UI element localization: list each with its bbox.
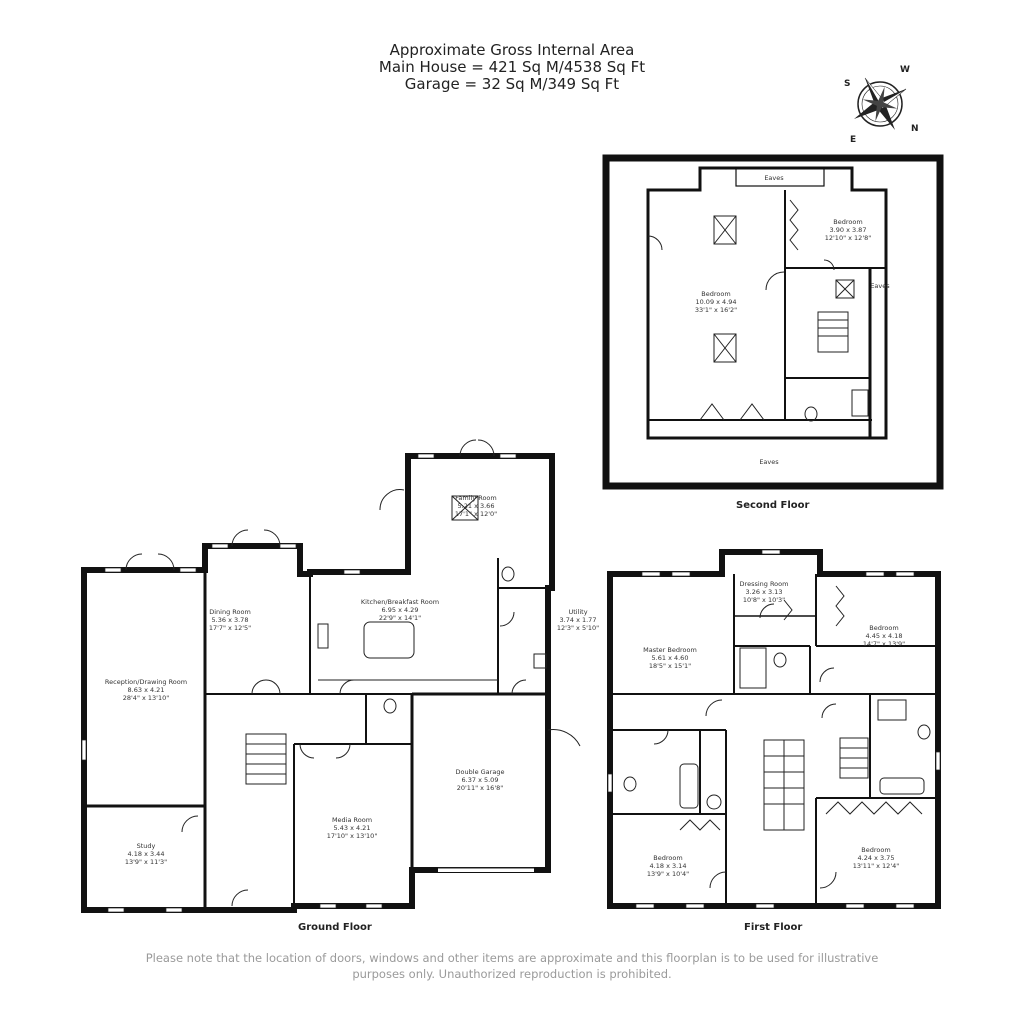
room-label-dressing-room: Dressing Room 3.26 x 3.13 10'8" x 10'3" — [740, 580, 789, 604]
room-label-dining: Dining Room 5.36 x 3.78 17'7" x 12'5" — [209, 608, 251, 632]
svg-text:3.90 x 3.87: 3.90 x 3.87 — [830, 226, 867, 234]
svg-text:6.95 x 4.29: 6.95 x 4.29 — [382, 606, 419, 614]
svg-text:5.36 x 3.78: 5.36 x 3.78 — [212, 616, 249, 624]
svg-text:5.21 x 3.66: 5.21 x 3.66 — [458, 502, 495, 510]
svg-text:13'9" x 11'3": 13'9" x 11'3" — [125, 858, 167, 866]
svg-text:8.63 x 4.21: 8.63 x 4.21 — [128, 686, 165, 694]
svg-text:4.18 x 3.14: 4.18 x 3.14 — [650, 862, 687, 870]
svg-text:5.43 x 4.21: 5.43 x 4.21 — [334, 824, 371, 832]
main-house-area: Main House = 421 Sq M/4538 Sq Ft — [378, 58, 646, 76]
svg-text:3.74 x 1.77: 3.74 x 1.77 — [560, 616, 597, 624]
room-label-first-bedroom-se: Bedroom 4.24 x 3.75 13'11" x 12'4" — [853, 846, 899, 870]
room-label-media: Media Room 5.43 x 4.21 17'10" x 13'10" — [327, 816, 378, 840]
first-floor-title: First Floor — [744, 922, 803, 933]
svg-text:Kitchen/Breakfast Room: Kitchen/Breakfast Room — [361, 598, 439, 606]
svg-text:Double Garage: Double Garage — [456, 768, 505, 776]
garage-area: Garage = 32 Sq M/349 Sq Ft — [404, 75, 620, 93]
second-floor-eaves-top: Eaves — [764, 174, 784, 182]
ground-floor-plan — [81, 439, 581, 913]
room-label-master-bedroom: Master Bedroom 5.61 x 4.60 18'5" x 15'1" — [643, 646, 697, 670]
svg-text:28'4" x 13'10": 28'4" x 13'10" — [123, 694, 169, 702]
svg-text:13'11" x 12'4": 13'11" x 12'4" — [853, 862, 899, 870]
svg-text:17'10" x 13'10": 17'10" x 13'10" — [327, 832, 378, 840]
disclaimer: Please note that the location of doors, … — [120, 950, 904, 982]
svg-text:Bedroom: Bedroom — [701, 290, 730, 298]
room-label-study: Study 4.18 x 3.44 13'9" x 11'3" — [125, 842, 167, 866]
svg-text:Bedroom: Bedroom — [833, 218, 862, 226]
svg-text:13'9" x 10'4": 13'9" x 10'4" — [647, 870, 689, 878]
svg-text:Dining Room: Dining Room — [209, 608, 251, 616]
room-label-garage: Double Garage 6.37 x 5.09 20'11" x 16'8" — [456, 768, 505, 792]
second-floor-eaves-right: Eaves — [870, 282, 890, 290]
compass-label-s: S — [844, 79, 850, 89]
room-label-second-bedroom-small: Bedroom 3.90 x 3.87 12'10" x 12'8" — [825, 218, 871, 242]
compass-label-e: E — [850, 135, 856, 145]
room-label-first-bedroom-ne: Bedroom 4.45 x 4.18 14'7" x 13'9" — [863, 624, 905, 648]
room-label-family: Family Room 5.21 x 3.66 17'1" x 12'0" — [455, 494, 497, 518]
svg-text:Utility: Utility — [568, 608, 587, 616]
svg-text:10.09 x 4.94: 10.09 x 4.94 — [695, 298, 736, 306]
svg-text:6.37 x 5.09: 6.37 x 5.09 — [462, 776, 499, 784]
svg-text:Bedroom: Bedroom — [861, 846, 890, 854]
svg-text:20'11" x 16'8": 20'11" x 16'8" — [457, 784, 503, 792]
svg-text:5.61 x 4.60: 5.61 x 4.60 — [652, 654, 689, 662]
svg-text:Bedroom: Bedroom — [653, 854, 682, 862]
area-title: Approximate Gross Internal Area — [389, 41, 635, 59]
room-label-second-bedroom-large: Bedroom 10.09 x 4.94 33'1" x 16'2" — [695, 290, 737, 314]
svg-text:18'5" x 15'1": 18'5" x 15'1" — [649, 662, 691, 670]
svg-text:Dressing Room: Dressing Room — [740, 580, 789, 588]
svg-text:Family Room: Family Room — [455, 494, 497, 502]
compass-label-n: N — [911, 124, 919, 134]
second-floor-eaves-bottom: Eaves — [759, 458, 779, 466]
svg-text:12'10" x 12'8": 12'10" x 12'8" — [825, 234, 871, 242]
svg-text:10'8" x 10'3": 10'8" x 10'3" — [743, 596, 785, 604]
svg-text:22'9" x 14'1": 22'9" x 14'1" — [379, 614, 421, 622]
svg-text:17'1" x 12'0": 17'1" x 12'0" — [455, 510, 497, 518]
svg-text:33'1" x 16'2": 33'1" x 16'2" — [695, 306, 737, 314]
svg-text:4.45 x 4.18: 4.45 x 4.18 — [866, 632, 903, 640]
room-label-kitchen: Kitchen/Breakfast Room 6.95 x 4.29 22'9"… — [361, 598, 439, 622]
svg-text:4.24 x 3.75: 4.24 x 3.75 — [858, 854, 895, 862]
svg-text:4.18 x 3.44: 4.18 x 3.44 — [128, 850, 165, 858]
compass-icon — [854, 77, 907, 130]
room-label-reception: Reception/Drawing Room 8.63 x 4.21 28'4"… — [105, 678, 187, 702]
svg-text:14'7" x 13'9": 14'7" x 13'9" — [863, 640, 905, 648]
disclaimer-line-1: Please note that the location of doors, … — [145, 951, 879, 965]
svg-text:12'3" x 5'10": 12'3" x 5'10" — [557, 624, 599, 632]
disclaimer-line-2: purposes only. Unauthorized reproduction… — [352, 967, 672, 981]
room-label-utility: Utility 3.74 x 1.77 12'3" x 5'10" — [557, 608, 599, 632]
second-floor-title: Second Floor — [736, 500, 810, 511]
first-floor-plan — [607, 549, 941, 909]
svg-text:Master Bedroom: Master Bedroom — [643, 646, 697, 654]
ground-floor-title: Ground Floor — [298, 922, 372, 933]
room-label-first-bedroom-sw: Bedroom 4.18 x 3.14 13'9" x 10'4" — [647, 854, 689, 878]
second-floor-plan — [602, 154, 944, 490]
svg-text:Media Room: Media Room — [332, 816, 372, 824]
svg-text:3.26 x 3.13: 3.26 x 3.13 — [746, 588, 783, 596]
svg-text:Bedroom: Bedroom — [869, 624, 898, 632]
svg-text:Reception/Drawing Room: Reception/Drawing Room — [105, 678, 187, 686]
compass-label-w: W — [900, 65, 910, 75]
svg-text:17'7" x 12'5": 17'7" x 12'5" — [209, 624, 251, 632]
svg-text:Study: Study — [137, 842, 156, 850]
